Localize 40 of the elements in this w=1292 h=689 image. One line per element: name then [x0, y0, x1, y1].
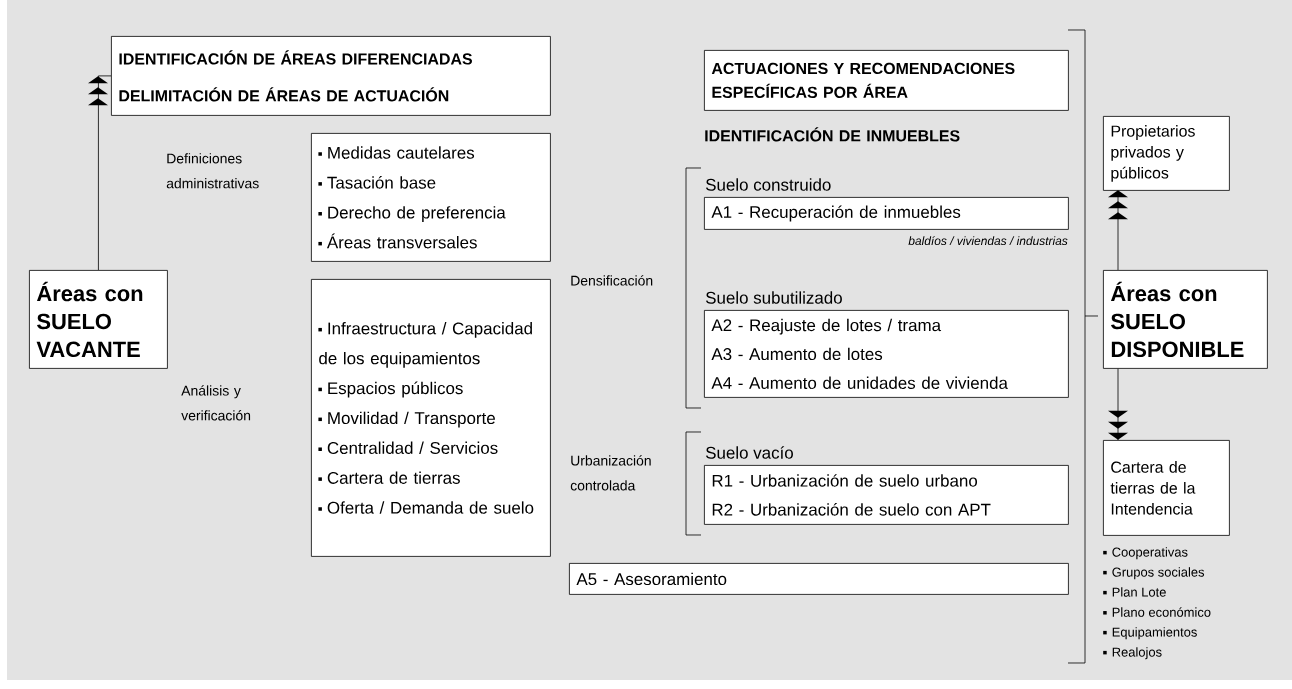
list-item: Cooperativas	[1103, 547, 1188, 560]
action-box: R1 - Urbanización de suelo urbano R2 - Urbanización de suelo con APT	[704, 465, 1069, 525]
arrow	[88, 75, 112, 271]
list-item: Cartera de tierras	[318, 471, 460, 484]
action-box: A2 - Reajuste de lotes / trama A3 - Aumento de lotes A4 - Aumento de unidades de vivienda	[704, 310, 1069, 398]
actor-box: Propietarios privados y públicos	[1103, 116, 1230, 191]
list-item: Áreas transversales	[318, 233, 477, 249]
list-item: Infraestructura / Capacidad de los equipamientos	[318, 322, 532, 368]
category-label: Urbanización controlada	[570, 455, 651, 491]
list-item: Medidas cautelares	[318, 146, 475, 159]
action-box: A1 - Recuperación de inmuebles	[704, 197, 1069, 230]
list-item: Plano económico	[1103, 607, 1211, 617]
action-box: A5 - Asesoramiento	[569, 563, 1069, 595]
list-item: Movilidad / Transporte	[318, 411, 495, 428]
list-item: Espacios públicos	[318, 381, 463, 398]
list-item: Equipamientos	[1103, 627, 1197, 640]
list-item: Tasación base	[318, 176, 436, 189]
category-label: Densificación	[571, 275, 653, 286]
area-box: Áreas con SUELO DISPONIBLE	[1103, 270, 1268, 369]
heading-box: IDENTIFICACIÓN DE ÁREAS DIFERENCIADAS DELIMITACIÓN DE ÁREAS DE ACTUACIÓN	[111, 36, 551, 116]
section-heading: Suelo subutilizado	[705, 291, 842, 304]
list-item: Oferta / Demanda de suelo	[318, 501, 534, 514]
list-box	[311, 133, 551, 262]
actor-box: Cartera de tierras de la Intendencia	[1103, 440, 1230, 536]
list-item: Grupos sociales	[1103, 567, 1205, 580]
category-label: IDENTIFICACIÓN DE INMUEBLES	[705, 127, 960, 142]
heading-box: ACTUACIONES Y RECOMENDACIONES ESPECÍFICAS POR ÁREA	[704, 50, 1069, 111]
section-heading: Suelo vacío	[705, 446, 793, 459]
arrow	[1108, 368, 1128, 441]
list-item: Plan Lote	[1103, 587, 1166, 597]
category-label: Definiciones administrativas	[166, 153, 259, 189]
category-label: Análisis y verificación	[181, 385, 251, 421]
area-box: Áreas con SUELO VACANTE	[29, 270, 168, 369]
arrow	[1108, 190, 1128, 271]
list-item: Derecho de preferencia	[318, 206, 506, 222]
list-item: Realojos	[1103, 647, 1162, 660]
section-heading: Suelo construido	[705, 178, 831, 191]
list-item: Centralidad / Servicios	[318, 441, 498, 454]
list-box	[311, 279, 551, 557]
note-text: baldíos / viviendas / industrias	[908, 236, 1068, 246]
